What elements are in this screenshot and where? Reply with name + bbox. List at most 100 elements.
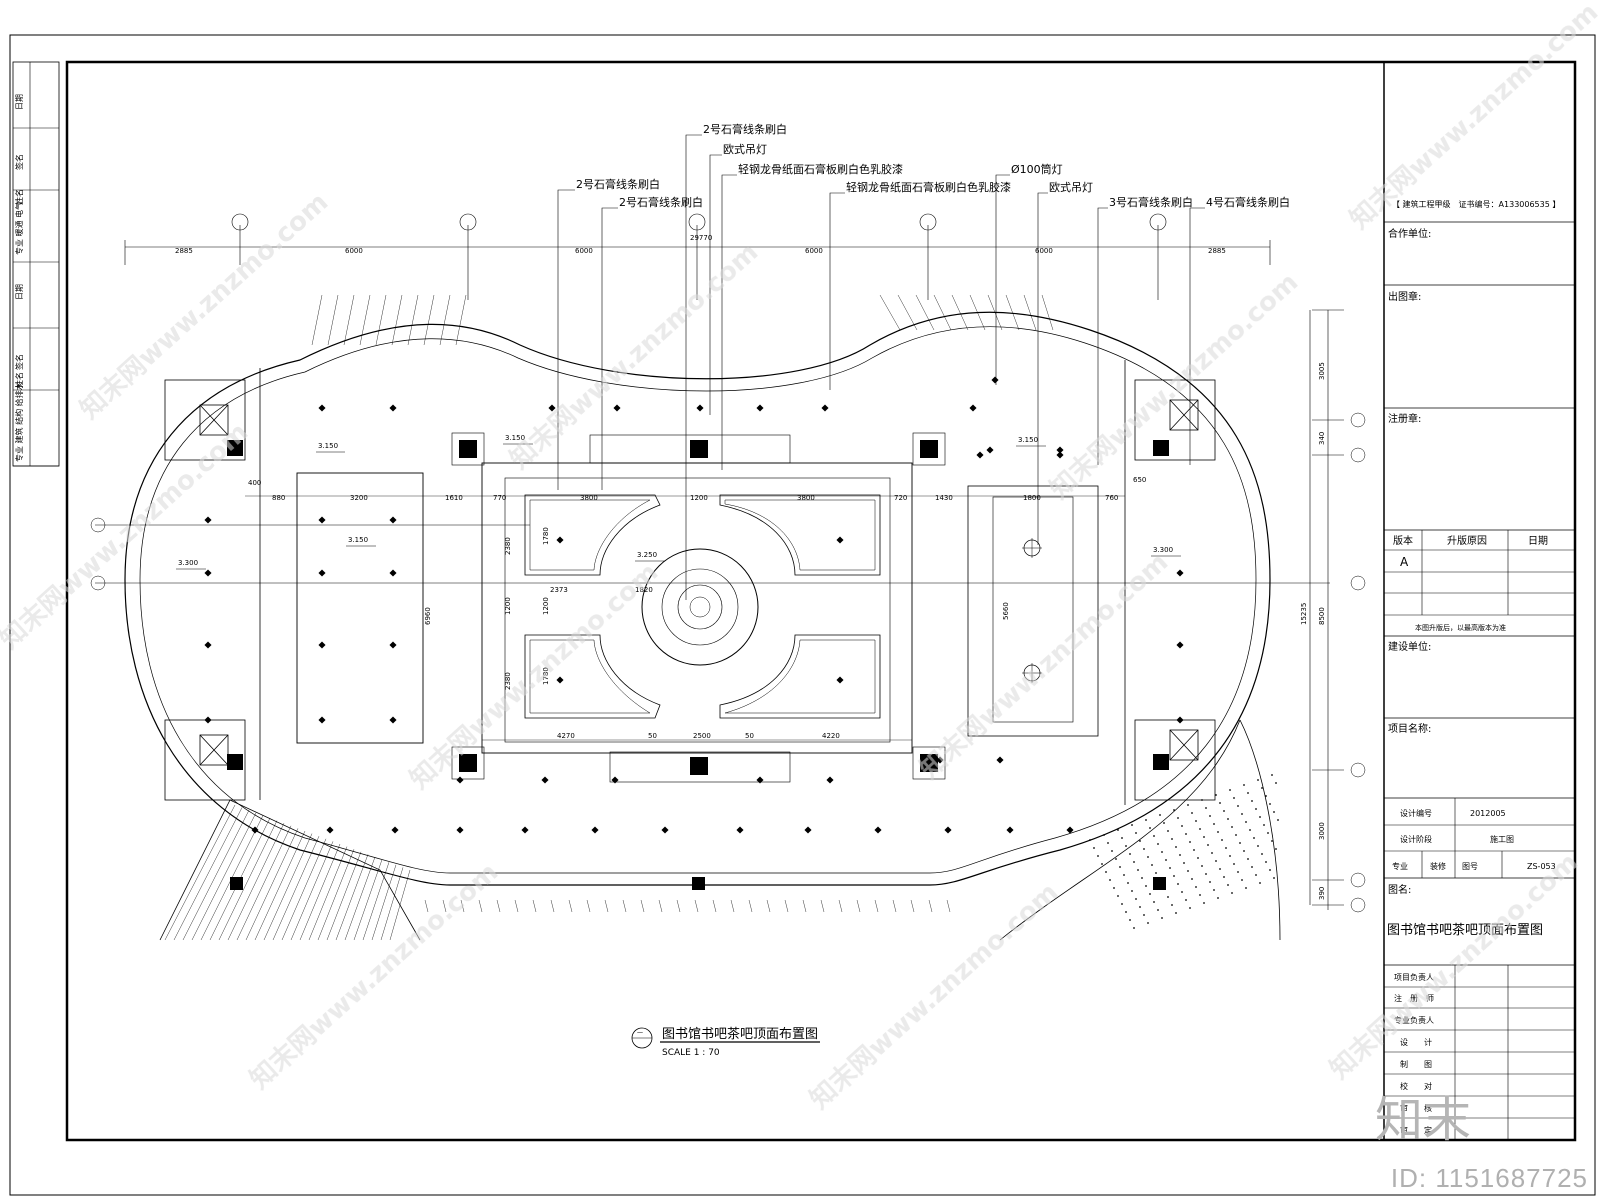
seat-dot [1255, 808, 1257, 810]
downlight [804, 826, 812, 834]
hatch-line [391, 294, 403, 346]
annotation-gypsum-line-4: 4号石膏线条刷白 [1206, 195, 1290, 209]
seat-dot [1191, 812, 1193, 814]
right-dim-3: 8500 [1318, 607, 1326, 625]
axis-lines [90, 412, 1366, 913]
seat-dot [1171, 904, 1173, 906]
hatch-line [910, 899, 915, 913]
seat-dot [1203, 902, 1205, 904]
hatch-line [375, 294, 387, 346]
right-ceiling-panel [967, 485, 1099, 737]
downlight [969, 404, 977, 412]
seat-dot [1131, 890, 1133, 892]
hatch-line [344, 856, 376, 941]
top-dim-4: 6000 [805, 247, 823, 255]
hatch-line [439, 294, 451, 346]
drawing-title: 图书馆书吧茶吧顶面布置图 [662, 1026, 818, 1042]
inner-dim-15: 50 [745, 732, 754, 740]
seat-dot [1153, 835, 1155, 837]
seat-dot [1139, 906, 1141, 908]
column [920, 754, 938, 772]
seat-dot [1157, 909, 1159, 911]
level-mark-7: 3.250 [637, 551, 657, 559]
hatch-line [928, 899, 933, 913]
seat-dot [1145, 819, 1147, 821]
downlight [556, 676, 564, 684]
seat-dot [1123, 874, 1125, 876]
seat-dot [1245, 821, 1247, 823]
seat-dot [1177, 817, 1179, 819]
seat-dot [1133, 927, 1135, 929]
seat-dot [1157, 843, 1159, 845]
hatch-line [969, 294, 986, 331]
seat-dot [1219, 868, 1221, 870]
seat-dot [1097, 855, 1099, 857]
seat-dot [1183, 862, 1185, 864]
hatch-line [236, 825, 292, 941]
downlight [318, 569, 326, 577]
downlight [389, 516, 397, 524]
hatch-line [640, 899, 645, 913]
column [692, 877, 705, 890]
hatch-line [712, 899, 717, 913]
seat-dot [1143, 914, 1145, 916]
discipline: 装修 [1430, 861, 1446, 871]
hatch-line [359, 294, 371, 346]
seat-dot [1229, 789, 1231, 791]
hatch-line [423, 294, 435, 346]
seat-dot [1189, 907, 1191, 909]
downlight [389, 404, 397, 412]
seat-dot [1195, 886, 1197, 888]
hatch-line [327, 294, 339, 346]
seat-dot [1129, 853, 1131, 855]
building-outline [124, 311, 1281, 941]
hatch-line [550, 899, 555, 913]
top-dim-6: 2885 [1208, 247, 1226, 255]
column [690, 757, 708, 775]
outer-frame [9, 34, 1596, 1196]
seat-dot [1135, 832, 1137, 834]
downlight [204, 641, 212, 649]
seat-dot [1135, 898, 1137, 900]
seat-dot [1153, 901, 1155, 903]
hatch-line [263, 833, 313, 941]
hatch-line [380, 867, 404, 941]
seat-dot [1159, 814, 1161, 816]
hatch-line [442, 899, 447, 913]
signoff-design: 设 计 [1400, 1037, 1432, 1047]
upper-exterior-hatching [311, 294, 1054, 913]
seat-dot [1213, 823, 1215, 825]
downlight [541, 776, 549, 784]
seat-dot [1127, 882, 1129, 884]
seat-dot [1261, 853, 1263, 855]
downlight [986, 446, 994, 454]
seat-dot [1211, 852, 1213, 854]
hatch-line [371, 864, 397, 941]
seat-dot [1131, 824, 1133, 826]
inner-dim-10: 4270 [557, 732, 575, 740]
seat-dot [1261, 787, 1263, 789]
annotation-chandelier-2: 欧式吊灯 [1049, 181, 1093, 194]
signoff-check: 校 对 [1400, 1081, 1432, 1091]
hatch-line [173, 807, 243, 941]
seat-dot [1089, 839, 1091, 841]
seat-dot [1171, 838, 1173, 840]
column [1153, 754, 1169, 770]
seat-dot [1231, 892, 1233, 894]
hatch-line [838, 899, 843, 913]
seat-dot [1167, 896, 1169, 898]
level-mark-1: 3.150 [318, 442, 338, 450]
column [459, 754, 477, 772]
hatch-line [1005, 294, 1020, 331]
seat-dot [1107, 842, 1109, 844]
downlight [204, 716, 212, 724]
left-signature-strip: 日期 签名 姓名 专业 暖通 电气 日期 签名 姓名 专业 建筑 结构 给排水 [12, 61, 60, 467]
column [227, 754, 243, 770]
top-dimension-chain [124, 213, 1271, 300]
left-ceiling-panel [296, 472, 424, 744]
top-dim-1: 2885 [175, 247, 193, 255]
top-dim-2: 6000 [345, 247, 363, 255]
hatch-line [694, 899, 699, 913]
seat-dot [1189, 841, 1191, 843]
